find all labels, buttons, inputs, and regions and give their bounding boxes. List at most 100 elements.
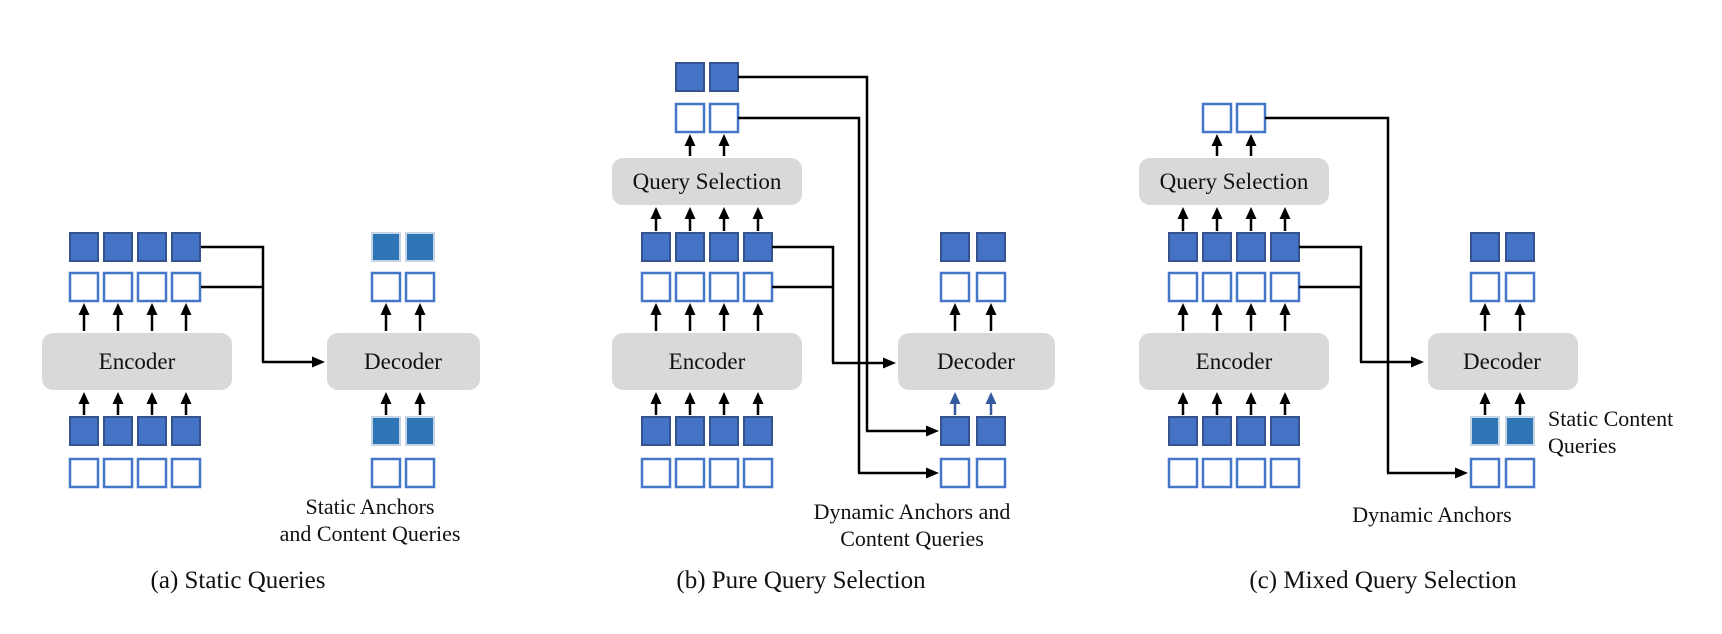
up-arrow-head <box>180 392 192 404</box>
anchor-square <box>1469 271 1501 303</box>
anchor-square <box>1235 457 1267 489</box>
query-square <box>171 416 201 446</box>
anchor-square <box>102 457 134 489</box>
up-arrow-head <box>146 392 158 404</box>
anchor-square <box>1235 271 1267 303</box>
up-arrow-head <box>718 303 730 315</box>
up-arrow-head <box>949 303 961 315</box>
up-arrow-head <box>78 303 90 315</box>
up-arrow-head <box>718 392 730 404</box>
up-arrow-head <box>112 392 124 404</box>
up-arrow-head <box>1177 303 1189 315</box>
up-arrow-head <box>718 207 730 219</box>
anchor-square <box>975 457 1007 489</box>
caption-a: (a) Static Queries <box>151 567 326 594</box>
query-square <box>675 62 705 92</box>
decoder-label-a: Decoder <box>364 349 442 374</box>
query-square <box>1236 416 1266 446</box>
anchor-square <box>1201 271 1233 303</box>
right-arrow-head <box>883 357 896 369</box>
query-square <box>1168 232 1198 262</box>
anchor-square <box>1201 457 1233 489</box>
up-arrow-head <box>1245 134 1257 146</box>
up-arrow-head <box>985 392 997 404</box>
connector-line <box>1265 116 1390 473</box>
up-arrow-head <box>752 207 764 219</box>
encoder-box-c <box>1139 333 1329 390</box>
query-square <box>1202 416 1232 446</box>
anchor-square <box>404 457 436 489</box>
up-arrow-head <box>1245 303 1257 315</box>
up-arrow-head <box>112 303 124 315</box>
up-arrow-head <box>180 303 192 315</box>
query-square <box>137 416 167 446</box>
decoder-box-a <box>327 333 480 390</box>
diagram-shapes <box>42 62 1578 489</box>
query-square <box>103 232 133 262</box>
up-arrow-head <box>1479 303 1491 315</box>
right-arrow-head <box>926 425 939 437</box>
anchor-square <box>708 271 740 303</box>
anchor-square <box>68 271 100 303</box>
query-square <box>1270 416 1300 446</box>
up-arrow-head <box>1177 392 1189 404</box>
query-square <box>940 416 970 446</box>
up-arrow-head <box>1211 134 1223 146</box>
query-square <box>709 416 739 446</box>
up-arrow-head <box>380 303 392 315</box>
up-arrow-head <box>752 303 764 315</box>
up-arrow-head <box>1514 392 1526 404</box>
query-square <box>976 232 1006 262</box>
up-arrow-head <box>1279 392 1291 404</box>
anchor-square <box>68 457 100 489</box>
up-arrow-head <box>752 392 764 404</box>
anchor-square <box>674 457 706 489</box>
anchor-square <box>708 457 740 489</box>
encoder-label-b: Encoder <box>669 349 746 374</box>
decoder-box-b <box>898 333 1055 390</box>
anchor-square <box>640 271 672 303</box>
query-square <box>1505 232 1535 262</box>
output-square <box>1505 416 1535 446</box>
output-square <box>1470 416 1500 446</box>
encoder-box-b <box>612 333 802 390</box>
up-arrow-head <box>1245 392 1257 404</box>
query-selection-label-c: Query Selection <box>1160 169 1309 194</box>
up-arrow-head <box>684 134 696 146</box>
up-arrow-head <box>650 392 662 404</box>
up-arrow-head <box>985 303 997 315</box>
up-arrow-head <box>414 303 426 315</box>
anchor-square <box>170 271 202 303</box>
caption-c: (c) Mixed Query Selection <box>1249 567 1517 594</box>
annotation-a-line2: and Content Queries <box>280 521 461 546</box>
anchor-square <box>1167 271 1199 303</box>
right-arrow-head <box>1455 467 1468 479</box>
anchor-square <box>136 457 168 489</box>
anchor-square <box>939 271 971 303</box>
up-arrow-head <box>684 392 696 404</box>
connector-line <box>772 245 835 363</box>
up-arrow-head <box>1279 207 1291 219</box>
annotation-c: Dynamic Anchors <box>1352 502 1511 527</box>
up-arrow-head <box>414 392 426 404</box>
up-arrow-head <box>380 392 392 404</box>
connector-line <box>201 245 265 362</box>
up-arrow-head <box>949 392 961 404</box>
anchor-square <box>674 271 706 303</box>
decoder-box-c <box>1428 333 1578 390</box>
query-square <box>1202 232 1232 262</box>
query-square <box>641 232 671 262</box>
query-square <box>675 232 705 262</box>
up-arrow-head <box>1479 392 1491 404</box>
anchor-square <box>1469 457 1501 489</box>
up-arrow-head <box>78 392 90 404</box>
up-arrow-head <box>684 303 696 315</box>
up-arrow-head <box>718 134 730 146</box>
decoder-label-c: Decoder <box>1463 349 1541 374</box>
anchor-square <box>742 271 774 303</box>
decoder-label-b: Decoder <box>937 349 1015 374</box>
anchor-square <box>404 271 436 303</box>
query-selection-box-c <box>1139 158 1329 205</box>
right-arrow-head <box>312 356 325 368</box>
